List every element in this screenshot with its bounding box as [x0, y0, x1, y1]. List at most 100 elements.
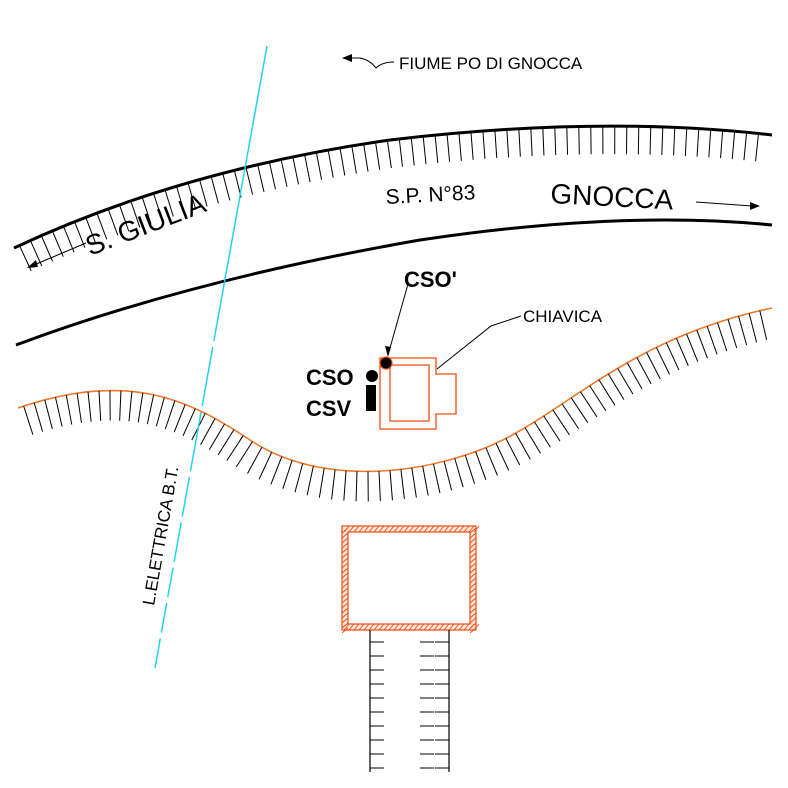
- hatch-stroke: [469, 617, 477, 624]
- direction-right-label: GNOCCA: [550, 178, 675, 215]
- hachure-tick: [626, 362, 643, 390]
- hachure-tick: [755, 133, 760, 162]
- hachure-tick: [247, 446, 263, 474]
- chiavica-structure: [379, 357, 457, 430]
- hachure-tick: [29, 240, 43, 267]
- hatch-stroke: [428, 623, 435, 631]
- hachure-tick: [530, 128, 533, 157]
- hatch-stroke: [363, 525, 370, 533]
- hatch-stroke: [388, 525, 395, 533]
- hatch-stroke: [469, 612, 477, 619]
- river-label: FIUME PO DI GNOCCA: [399, 54, 583, 73]
- hachure-tick: [398, 138, 403, 167]
- hachure-tick: [580, 391, 598, 418]
- hatch-stroke: [469, 577, 477, 584]
- hatch-stroke: [453, 623, 460, 631]
- hatch-stroke: [358, 623, 365, 631]
- hachure-tick: [164, 400, 176, 430]
- hachure-tick: [351, 145, 357, 174]
- hachure-tick: [717, 322, 728, 352]
- hatch-stroke: [341, 537, 349, 544]
- hachure-tick: [411, 467, 417, 498]
- hachure-tick: [318, 467, 325, 498]
- hachure-tick: [673, 127, 676, 156]
- hatch-stroke: [469, 532, 477, 539]
- hatch-stroke: [463, 525, 470, 533]
- hatch-stroke: [413, 525, 420, 533]
- hachure-tick: [607, 373, 625, 400]
- outlet-channel: [369, 630, 450, 772]
- hachure-tick: [617, 368, 634, 395]
- hachure-tick: [85, 217, 97, 244]
- csv-marker: [366, 385, 376, 411]
- hachure-tick: [40, 235, 53, 262]
- hachure-tick: [119, 390, 122, 421]
- embankment: [17, 307, 773, 502]
- hatch-stroke: [469, 602, 477, 609]
- hachure-tick: [182, 408, 196, 437]
- hatch-stroke: [343, 623, 350, 631]
- hatch-stroke: [393, 525, 400, 533]
- hatch-stroke: [469, 587, 477, 594]
- hatch-stroke: [453, 525, 460, 533]
- hachure-tick: [686, 333, 699, 362]
- hatch-stroke: [403, 623, 410, 631]
- csv-label: CSV: [306, 396, 352, 421]
- hachure-tick: [280, 159, 288, 187]
- hachure-tick: [146, 394, 155, 425]
- arrow-right-icon: [695, 201, 760, 210]
- hachure-tick: [62, 226, 75, 253]
- hachure-tick: [485, 447, 498, 476]
- hatch-stroke: [341, 562, 349, 569]
- hachure-tick: [646, 352, 661, 380]
- hachure-tick: [96, 212, 108, 240]
- hatch-stroke: [393, 623, 400, 631]
- hatch-stroke: [403, 525, 410, 533]
- hachure-tick: [355, 471, 358, 502]
- cso-marker: [366, 370, 378, 382]
- hachure-tick: [199, 179, 208, 207]
- hatch-stroke: [341, 547, 349, 554]
- hachure-tick: [443, 461, 453, 491]
- hatch-stroke: [469, 537, 477, 544]
- hatch-stroke: [423, 623, 430, 631]
- hachure-tick: [738, 316, 748, 346]
- hatch-stroke: [341, 577, 349, 584]
- hachure-tick: [339, 147, 346, 176]
- hachure-tick: [649, 126, 652, 155]
- hachure-tick: [257, 164, 265, 193]
- hachure-tick: [292, 156, 300, 185]
- hatch-stroke: [383, 623, 390, 631]
- hachure-tick: [505, 438, 521, 466]
- hachure-tick: [375, 142, 381, 170]
- hachure-tick: [494, 130, 498, 159]
- hachure-tick: [208, 423, 226, 450]
- hatch-stroke: [408, 623, 415, 631]
- hatch-stroke: [363, 623, 370, 631]
- river-bank-top: [13, 124, 773, 272]
- hatch-stroke: [433, 623, 440, 631]
- hatch-stroke: [469, 572, 477, 579]
- hatch-stroke: [341, 597, 349, 604]
- hatch-stroke: [469, 567, 477, 574]
- cso-prime-leader: [387, 283, 409, 356]
- hachure-tick: [164, 189, 174, 217]
- hatch-stroke: [341, 532, 349, 539]
- hachure-tick: [665, 342, 680, 371]
- hatch-stroke: [341, 617, 349, 624]
- hatch-stroke: [373, 623, 380, 631]
- hatch-stroke: [341, 527, 349, 534]
- hachure-tick: [518, 128, 521, 157]
- hachure-tick: [153, 193, 163, 221]
- hachure-tick: [155, 397, 165, 427]
- hachure-tick: [23, 405, 34, 435]
- hatch-stroke: [448, 525, 455, 533]
- hatch-stroke: [469, 547, 477, 554]
- hachure-tick: [727, 319, 738, 349]
- hachure-tick: [482, 130, 486, 159]
- hachure-tick: [74, 221, 86, 248]
- hachure-tick: [118, 204, 130, 232]
- hachure-tick: [570, 397, 589, 424]
- hatch-stroke: [348, 525, 355, 533]
